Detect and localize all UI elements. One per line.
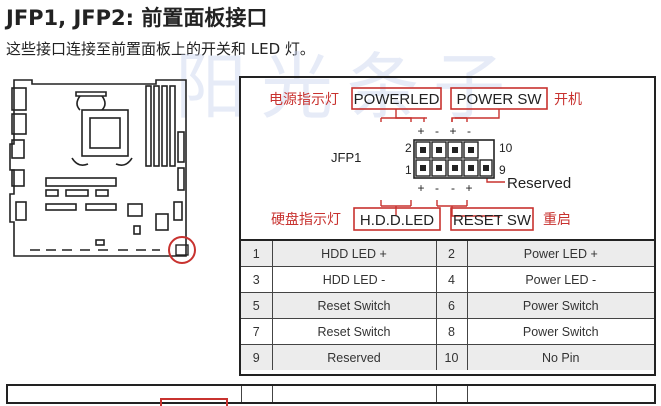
reset-label: 重启: [543, 211, 571, 227]
power-on-label: 开机: [554, 91, 582, 107]
pin4-minus-mark: -: [435, 124, 439, 138]
signal-cell: Reset Switch: [271, 292, 437, 319]
pin3-minus-mark: -: [435, 181, 439, 195]
signal-cell: No Pin: [466, 344, 654, 370]
table-row: 7 Reset Switch 8 Power Switch: [241, 318, 654, 345]
signal-cell: Power Switch: [466, 318, 654, 345]
signal-cell: Power LED -: [466, 266, 654, 293]
pin-definition-table: 1 HDD LED + 2 Power LED + 3 HDD LED - 4 …: [241, 239, 654, 370]
motherboard-illustration: [9, 79, 196, 264]
hdd-led-box: [353, 207, 441, 231]
reset-sw-box: [450, 207, 534, 231]
pin-number-cell: 5: [241, 292, 273, 319]
connector-name: JFP1: [331, 150, 361, 165]
hdd-led-label: 硬盘指示灯: [271, 211, 341, 227]
pin-number-bottom-left: 1: [405, 163, 412, 177]
pin-number-cell: 2: [435, 239, 468, 267]
pin-number-top-left: 2: [405, 141, 412, 155]
page-title: JFP1, JFP2: 前置面板接口: [6, 6, 268, 30]
pin6-plus-mark: +: [449, 124, 456, 138]
signal-cell: Reset Switch: [271, 318, 437, 345]
pin-number-cell: 1: [241, 239, 273, 267]
reset-sw-box-text: RESET SW: [453, 212, 532, 229]
pin1-plus-mark: +: [417, 181, 424, 195]
pin7-plus-mark: +: [465, 181, 472, 195]
pin2-plus-mark: +: [417, 124, 424, 138]
table-row: 3 HDD LED - 4 Power LED -: [241, 266, 654, 293]
pin-number-cell: 3: [241, 266, 273, 293]
jfp1-highlight-circle: [168, 236, 196, 264]
pin-number-cell: 10: [435, 344, 468, 370]
pin-number-cell: 9: [241, 344, 273, 370]
power-led-box-text: POWERLED: [354, 91, 440, 108]
table-row: 1 HDD LED + 2 Power LED +: [241, 239, 654, 267]
pin-number-bottom-right: 9: [499, 163, 506, 177]
jfp1-pin-diagram: 电源指示灯 POWERLED POWER SW 开机 + - + - JFP1 …: [269, 87, 582, 231]
power-led-label: 电源指示灯: [269, 91, 339, 107]
pin-number-cell: 8: [435, 318, 468, 345]
signal-cell: Power LED +: [466, 239, 654, 267]
pin-number-cell: 4: [435, 266, 468, 293]
pin8-minus-mark: -: [467, 124, 471, 138]
power-sw-box-text: POWER SW: [457, 91, 543, 108]
pin-number-top-right: 10: [499, 141, 513, 155]
pin-number-cell: 6: [435, 292, 468, 319]
hdd-led-box-text: H.D.D.LED: [360, 212, 434, 229]
signal-cell: HDD LED +: [271, 239, 437, 267]
signal-cell: Reserved: [271, 344, 437, 370]
signal-cell: Power Switch: [466, 292, 654, 319]
next-section-red-box: [160, 398, 228, 406]
table-row: 9 Reserved 10 No Pin: [241, 344, 654, 370]
table-row: 5 Reset Switch 6 Power Switch: [241, 292, 654, 319]
page-subtitle: 这些接口连接至前置面板上的开关和 LED 灯。: [6, 40, 315, 58]
pin-number-cell: 7: [241, 318, 273, 345]
front-panel-connector-panel: 电源指示灯 POWERLED POWER SW 开机 + - + - JFP1 …: [239, 76, 656, 376]
pin-header: [413, 139, 495, 179]
next-section-table-cutoff: [6, 384, 656, 406]
signal-cell: HDD LED -: [271, 266, 437, 293]
reserved-label: Reserved: [507, 175, 571, 192]
pin5-minus-mark: -: [451, 181, 455, 195]
